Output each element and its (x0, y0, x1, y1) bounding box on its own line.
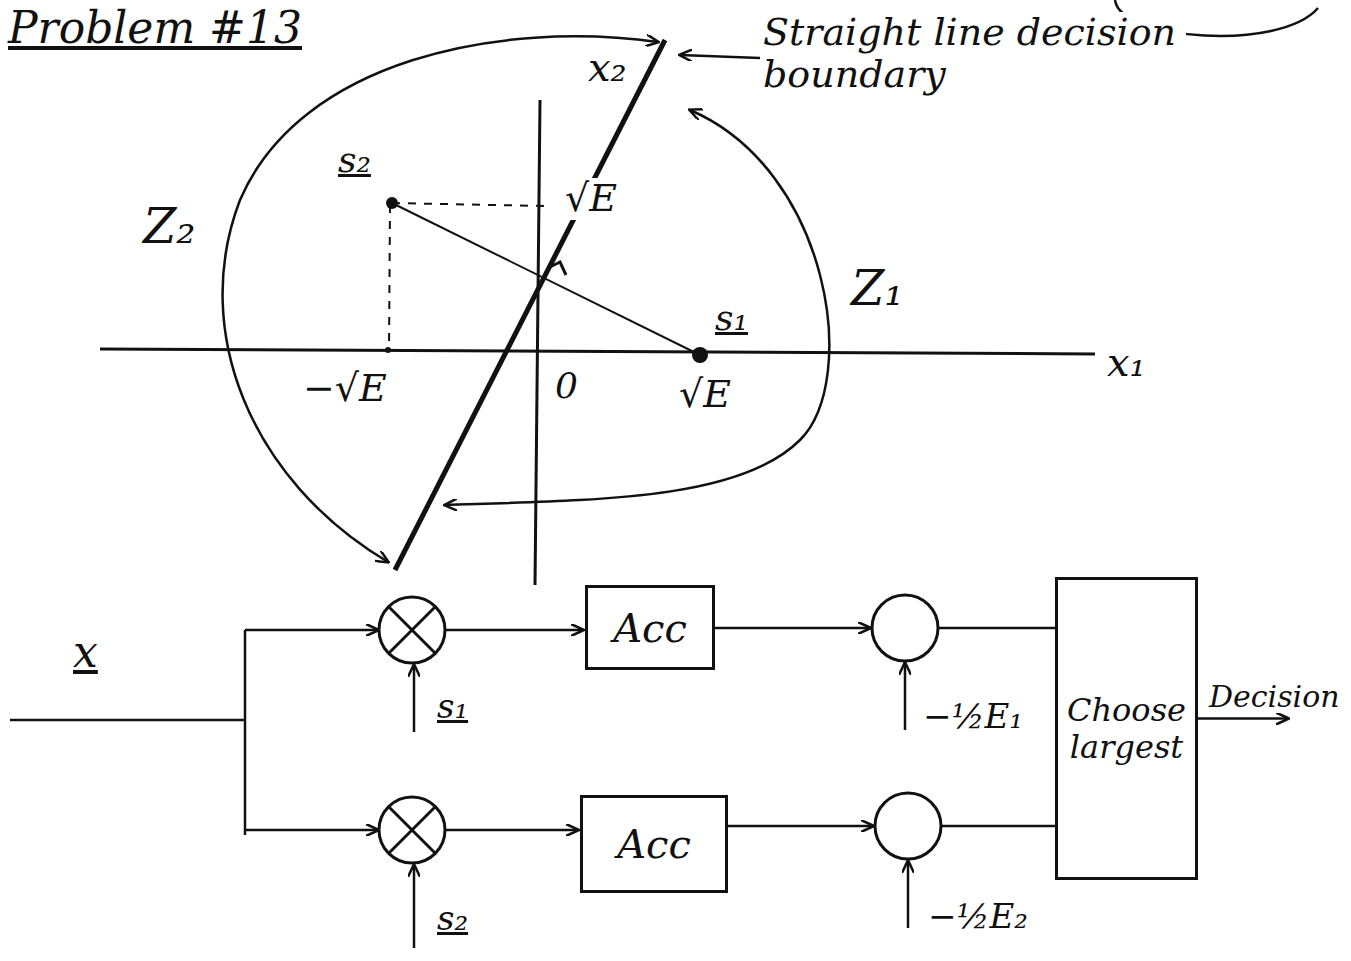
reference-wire (413, 865, 416, 948)
signal-wire (445, 829, 578, 832)
multiplier-symbol (379, 797, 445, 863)
tick-mark (385, 347, 391, 353)
region-name: Z₁ (848, 262, 907, 315)
page-title: Problem #13 (8, 2, 302, 53)
node-text: Acc (613, 605, 687, 651)
region-z1-curve (445, 110, 829, 505)
reference-name: s₂ (434, 900, 471, 937)
signal-wire (245, 629, 378, 632)
summer-symbol (872, 595, 938, 661)
bias-value: −½E₁ (920, 698, 1026, 735)
signal-connector (728, 826, 1055, 827)
reference-wire (413, 665, 416, 732)
signal-point (692, 347, 708, 363)
axis-label: x₂ (585, 45, 630, 89)
bias-wire (907, 861, 910, 928)
x1-axis (100, 349, 1095, 354)
signal-name: s₁ (712, 298, 751, 338)
multiplier-symbol (389, 807, 435, 853)
tick-value: √E (562, 178, 620, 220)
connector-segment (938, 627, 1055, 630)
accumulator-box: Acc (580, 795, 728, 893)
branch-wire (244, 630, 247, 835)
bias-value: −½E₂ (925, 898, 1031, 935)
callout-arrow (680, 55, 760, 58)
node-text: Acc (617, 821, 691, 867)
selector-box: Choose largest (1055, 577, 1198, 880)
multiplier-symbol (389, 607, 435, 653)
input-wire (10, 719, 245, 722)
bias-wire (904, 663, 907, 730)
input-name: x (70, 628, 101, 676)
axis-label: x₁ (1104, 340, 1149, 384)
output-name: Decision (1206, 680, 1343, 713)
accumulator-box: Acc (585, 585, 715, 670)
tick-value: 0 (552, 366, 581, 406)
region-z2-curve (223, 36, 658, 562)
signal-wire (245, 829, 378, 832)
node-text: Choose largest (1066, 692, 1187, 766)
signal-join-line (392, 203, 700, 355)
decision-boundary (395, 40, 665, 570)
projection-line (392, 203, 545, 206)
signal-connector (715, 628, 1055, 629)
projection-line (389, 205, 390, 350)
signal-wire (445, 629, 583, 632)
summer-symbol (875, 793, 941, 859)
connector-segment (715, 627, 870, 630)
signal-point (386, 197, 398, 209)
x2-axis (535, 100, 540, 585)
connector-segment (728, 825, 873, 828)
region-name: Z₂ (140, 200, 199, 253)
tick-value: √E (676, 374, 734, 416)
right-angle-mark (548, 262, 566, 275)
reference-name: s₁ (434, 688, 471, 725)
output-wire (1198, 717, 1288, 720)
multiplier-symbol (379, 597, 445, 663)
tick-value: −√E (300, 368, 390, 410)
connector-segment (941, 825, 1055, 828)
signal-name: s₂ (335, 140, 374, 180)
annotation-note: Straight line decision boundary (760, 12, 1186, 96)
